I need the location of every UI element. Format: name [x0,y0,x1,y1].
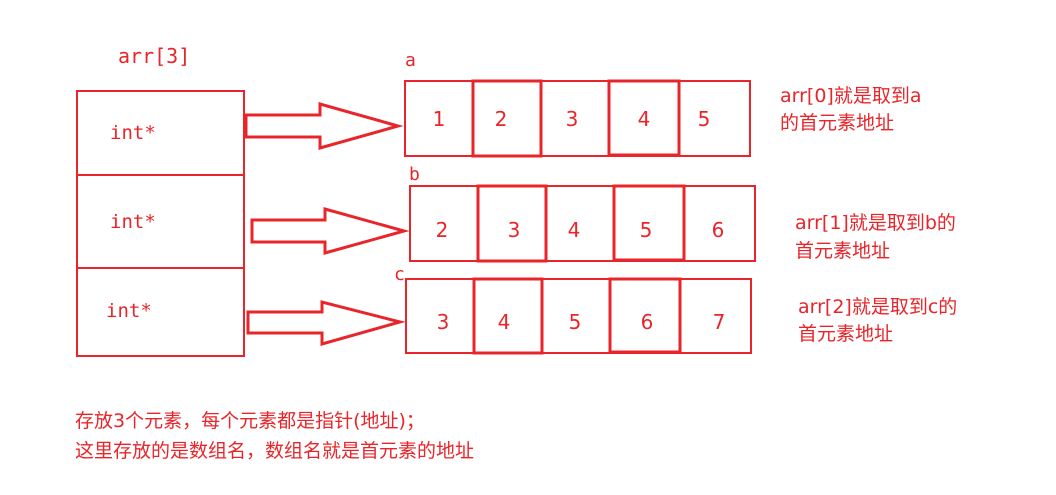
array-c-name: c [394,264,405,285]
array-a-highlight-3 [607,79,681,157]
footer-line2: 这里存放的是数组名，数组名就是首元素的地址 [75,440,475,462]
note-b-line2: 首元素地址 [795,240,891,262]
array-c-highlight-1 [472,277,544,355]
array-b-value-0: 2 [435,218,449,242]
note-b-line1: arr[1]就是取到b的 [795,212,956,234]
note-a-line2: 的首元素地址 [780,112,895,134]
note-c-line2: 首元素地址 [798,323,894,345]
array-a-value-0: 1 [432,107,446,131]
array-a-value-2: 3 [565,107,579,131]
array-a-name: a [405,50,416,71]
array-a-box [404,80,751,157]
arrow-to-b [250,207,410,255]
array-b-value-1: 3 [507,218,521,242]
pointer-cell-2-box [76,267,245,357]
arrow-to-a [244,102,404,150]
pointer-cell-1-box [76,174,245,269]
pointer-cell-1-label: int* [110,211,156,233]
array-c-value-0: 3 [436,310,450,334]
array-a-highlight-1 [471,79,543,158]
pointer-cell-0-box [76,90,245,176]
array-b-highlight-1 [476,184,548,263]
note-a-line1: arr[0]就是取到a [780,85,922,107]
pointer-cell-0-label: int* [110,122,156,144]
array-b-highlight-3 [612,184,686,262]
pointer-array-title: arr[3] [118,44,191,68]
array-a-value-1: 2 [494,107,508,131]
array-b-value-3: 5 [639,218,653,242]
array-c-value-2: 5 [568,310,582,334]
array-c-value-3: 6 [640,310,654,334]
array-b-name: b [409,164,420,185]
array-a-value-4: 5 [697,107,711,131]
array-c-box [405,278,752,354]
note-c-line1: arr[2]就是取到c的 [798,296,958,318]
array-c-value-1: 4 [497,310,511,334]
array-a-value-3: 4 [637,107,651,131]
arrow-to-c [246,300,406,346]
array-b-value-4: 6 [711,218,725,242]
array-c-value-4: 7 [712,310,726,334]
array-b-value-2: 4 [567,218,581,242]
footer-line1: 存放3个元素，每个元素都是指针(地址)； [75,410,425,432]
array-c-highlight-3 [608,277,682,354]
array-b-box [409,185,756,262]
pointer-cell-2-label: int* [106,300,152,322]
